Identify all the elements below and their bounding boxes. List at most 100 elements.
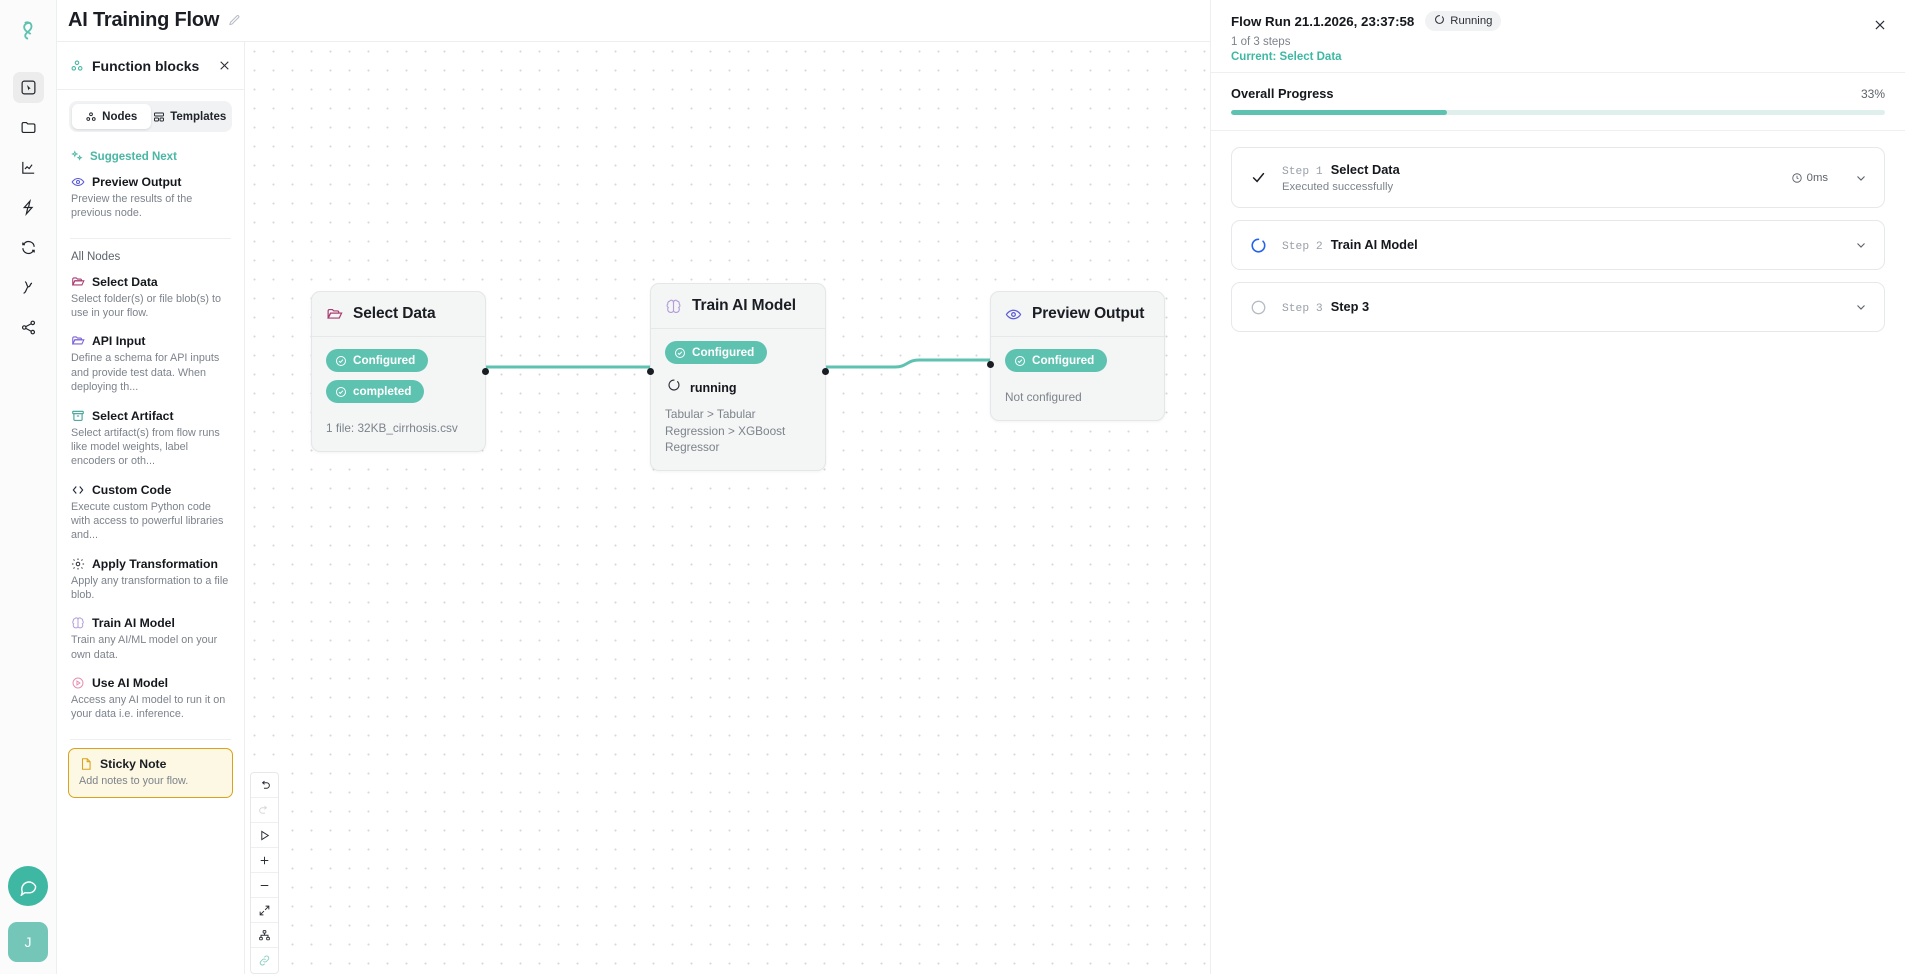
canvas-node-preview-output[interactable]: Preview Output Configured Not configured (987, 291, 1165, 421)
tab-nodes[interactable]: Nodes (72, 104, 151, 129)
panel-body: Suggested Next Preview Output Preview th… (57, 140, 244, 974)
step-name: Select Data (1330, 162, 1400, 177)
canvas-node-body: Configured Not configured (991, 337, 1164, 420)
canvas-node-header: Preview Output (991, 292, 1164, 337)
node-port-out[interactable] (822, 368, 829, 375)
brand-logo-icon[interactable] (8, 10, 48, 50)
icon-rail: J (0, 0, 57, 974)
node-list-item-train-ai-model[interactable]: Train AI Model Train any AI/ML model on … (57, 611, 244, 671)
step-list: Step 1 Select Data Executed successfully… (1211, 131, 1905, 332)
chevron-down-icon[interactable] (1854, 238, 1868, 252)
hierarchy-icon (259, 929, 270, 940)
node-list-item-use-ai-model[interactable]: Use AI Model Access any AI model to run … (57, 671, 244, 731)
tab-nodes-label: Nodes (102, 110, 138, 123)
chevron-down-icon[interactable] (1854, 300, 1868, 314)
pencil-icon[interactable] (228, 14, 241, 27)
rail-item-share-icon[interactable] (13, 312, 44, 343)
status-badge-configured: Configured (326, 349, 429, 372)
flow-canvas[interactable]: Select Data Configured completed 1 file:… (245, 42, 1210, 974)
check-circle-icon (674, 347, 686, 359)
step-number: Step 2 (1282, 241, 1323, 253)
minus-icon (260, 884, 269, 886)
flow-edges (485, 358, 990, 369)
auto-layout-button[interactable] (251, 923, 278, 948)
function-blocks-panel: Function blocks Nodes (57, 42, 245, 974)
node-list-item-name: Custom Code (92, 482, 172, 497)
canvas-node-select-data[interactable]: Select Data Configured completed 1 file:… (311, 291, 489, 452)
node-list-item-sticky-note[interactable]: Sticky Note Add notes to your flow. (68, 747, 233, 799)
play-circle-icon (71, 676, 85, 690)
rail-item-chart-icon[interactable] (13, 152, 44, 183)
canvas-node-meta: 1 file: 32KB_cirrhosis.csv (326, 421, 458, 435)
node-port-out[interactable] (482, 368, 489, 375)
close-icon[interactable] (1873, 18, 1887, 32)
panel-tabs: Nodes Templates (57, 90, 244, 140)
gear-icon (71, 557, 85, 571)
tab-templates[interactable]: Templates (151, 104, 230, 129)
step-item-3[interactable]: Step 3 Step 3 (1231, 282, 1885, 332)
chevron-down-icon[interactable] (1854, 171, 1868, 185)
chat-bubble-icon[interactable] (8, 866, 48, 906)
top-bar: AI Training Flow (57, 0, 1210, 42)
close-icon[interactable] (218, 59, 231, 72)
status-badge-configured: Configured (665, 341, 768, 364)
node-list-item-api-input[interactable]: API Input Define a schema for API inputs… (57, 329, 244, 403)
expand-icon (259, 905, 270, 915)
step-duration-label: 0ms (1806, 171, 1828, 184)
step-number: Step 3 (1282, 303, 1323, 315)
play-icon (261, 830, 270, 840)
node-running-status: running (667, 378, 811, 397)
canvas-node-title: Train AI Model (692, 297, 796, 314)
step-item-1[interactable]: Step 1 Select Data Executed successfully… (1231, 147, 1885, 208)
node-list-item-select-artifact[interactable]: Select Artifact Select artifact(s) from … (57, 404, 244, 478)
rail-item-refresh-icon[interactable] (13, 232, 44, 263)
rail-item-cursor-select-icon[interactable] (12, 72, 44, 103)
circle-icon (1248, 299, 1268, 316)
run-steps-count: 1 of 3 steps (1231, 36, 1291, 48)
node-list-item-name: Preview Output (92, 175, 182, 189)
step-subtitle: Executed successfully (1282, 181, 1394, 193)
rail-item-workflow-icon[interactable] (13, 272, 44, 303)
redo-button[interactable] (251, 798, 278, 823)
rail-item-lightning-icon[interactable] (13, 192, 44, 223)
node-list-item-apply-transformation[interactable]: Apply Transformation Apply any transform… (57, 552, 244, 612)
brain-icon (71, 616, 85, 630)
avatar[interactable]: J (8, 922, 48, 962)
node-list-item-name: Apply Transformation (92, 556, 218, 571)
node-list-item-desc: Select folder(s) or file blob(s) to use … (71, 292, 222, 320)
run-button[interactable] (251, 823, 278, 848)
node-port-in[interactable] (647, 368, 654, 375)
node-list-item-custom-code[interactable]: Custom Code Execute custom Python code w… (57, 478, 244, 552)
status-badge-label: Configured (353, 354, 416, 367)
fit-view-button[interactable] (251, 898, 278, 923)
node-list-item-select-data[interactable]: Select Data Select folder(s) or file blo… (57, 270, 244, 330)
node-list-item-name: Select Artifact (92, 408, 174, 423)
link-button[interactable] (251, 948, 278, 973)
sparkle-icon (71, 150, 83, 161)
eye-icon (1005, 306, 1022, 323)
node-list-item-desc: Access any AI model to run it on your da… (71, 694, 226, 721)
check-circle-icon (335, 355, 347, 367)
zoom-in-button[interactable] (251, 848, 278, 873)
progress-label: Overall Progress (1231, 86, 1334, 101)
node-list-item-preview-output[interactable]: Preview Output Preview the results of th… (57, 170, 244, 230)
zoom-out-button[interactable] (251, 873, 278, 898)
status-badge-label: Running (1450, 15, 1493, 27)
undo-button[interactable] (251, 773, 278, 798)
link-icon (259, 955, 270, 966)
step-item-2[interactable]: Step 2 Train AI Model (1231, 220, 1885, 270)
canvas-node-body: Configured completed 1 file: 32KB_cirrho… (312, 337, 485, 451)
brain-icon (665, 298, 682, 315)
undo-icon (261, 780, 270, 789)
check-icon (1248, 169, 1268, 186)
check-circle-icon (1014, 355, 1026, 367)
run-panel-header: Flow Run 21.1.2026, 23:37:58 Running 1 o… (1211, 0, 1905, 73)
canvas-node-meta: Tabular > Tabular Regression > XGBoost R… (665, 407, 786, 455)
rail-item-folder-icon[interactable] (13, 112, 44, 143)
node-list-item-name: Select Data (92, 274, 158, 289)
canvas-node-title: Select Data (353, 305, 436, 322)
suggested-next-header: Suggested Next (57, 140, 244, 170)
canvas-node-train-ai-model[interactable]: Train AI Model Configured running (647, 283, 829, 471)
node-port-in[interactable] (987, 361, 994, 368)
